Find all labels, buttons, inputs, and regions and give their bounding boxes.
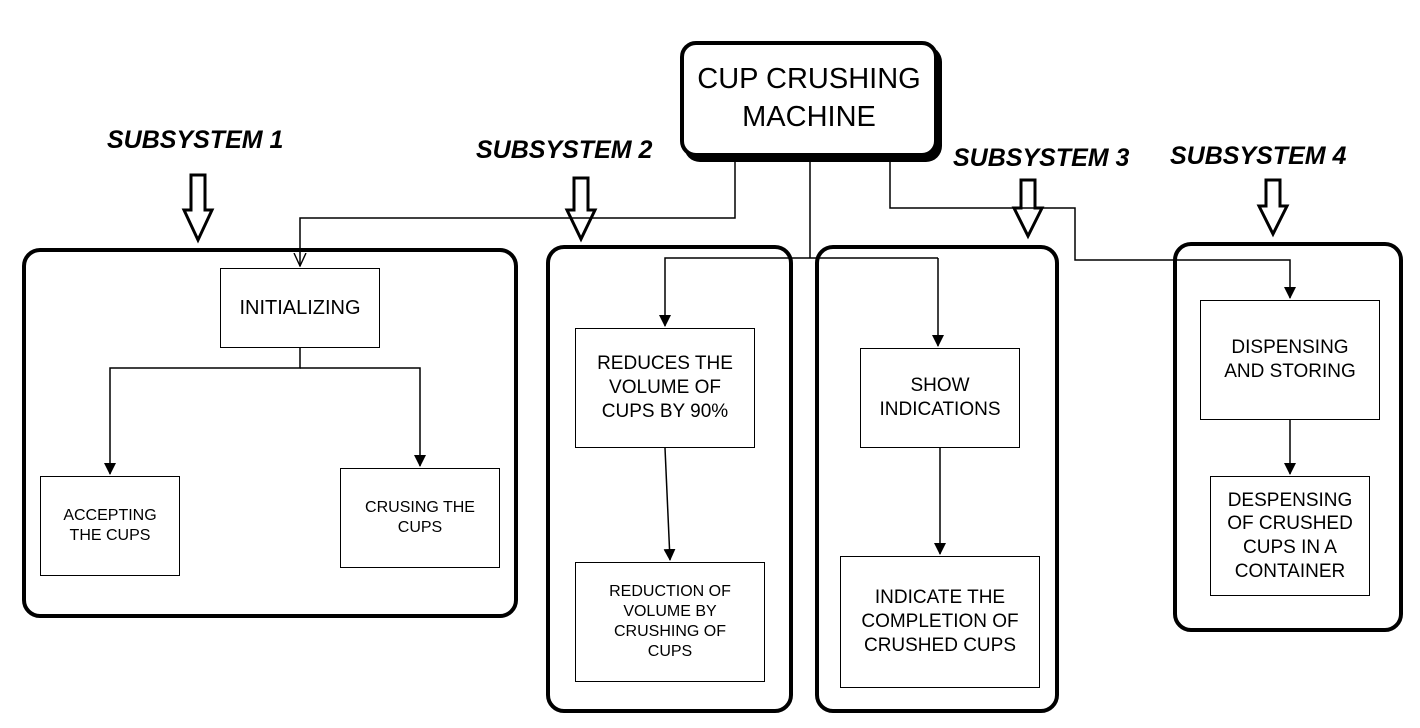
subsystem-2-down-arrow-icon <box>564 176 598 243</box>
connector-initializing-split <box>104 348 301 475</box>
subsystem-2-label: SUBSYSTEM 2 <box>476 136 653 164</box>
connector-initializing-to-crushing <box>300 367 426 467</box>
subsystem-1-container <box>22 248 518 618</box>
diagram-title: CUP CRUSHING MACHINE <box>680 41 938 157</box>
dispensing-storing-block: DISPENSING AND STORING <box>1200 300 1380 420</box>
subsystem-3-container <box>815 245 1059 713</box>
crushing-cups-block: CRUSING THE CUPS <box>340 468 500 568</box>
subsystem-4-down-arrow-icon <box>1256 178 1290 238</box>
subsystem-4-container <box>1173 242 1403 632</box>
reduces-volume-block: REDUCES THE VOLUME OF CUPS BY 90% <box>575 328 755 448</box>
indicate-completion-block: INDICATE THE COMPLETION OF CRUSHED CUPS <box>840 556 1040 688</box>
subsystem-4-label: SUBSYSTEM 4 <box>1170 142 1347 170</box>
connector-title-to-initializing <box>300 160 736 266</box>
subsystem-1-down-arrow-icon <box>181 173 215 244</box>
accepting-cups-block: ACCEPTING THE CUPS <box>40 476 180 576</box>
volume-reduction-block: REDUCTION OF VOLUME BY CRUSHING OF CUPS <box>575 562 765 682</box>
show-indications-block: SHOW INDICATIONS <box>860 348 1020 448</box>
subsystem-1-label: SUBSYSTEM 1 <box>107 126 284 154</box>
subsystem-2-container <box>546 245 793 713</box>
connector-title-to-reduces-volume <box>659 257 938 327</box>
connector-reduces-to-reduction <box>663 447 676 561</box>
despensing-container-block: DESPENSING OF CRUSHED CUPS IN A CONTAINE… <box>1210 476 1370 596</box>
subsystem-3-label: SUBSYSTEM 3 <box>953 144 1130 172</box>
connector-title-to-dispensing <box>889 160 1296 299</box>
initializing-block: INITIALIZING <box>220 268 380 348</box>
